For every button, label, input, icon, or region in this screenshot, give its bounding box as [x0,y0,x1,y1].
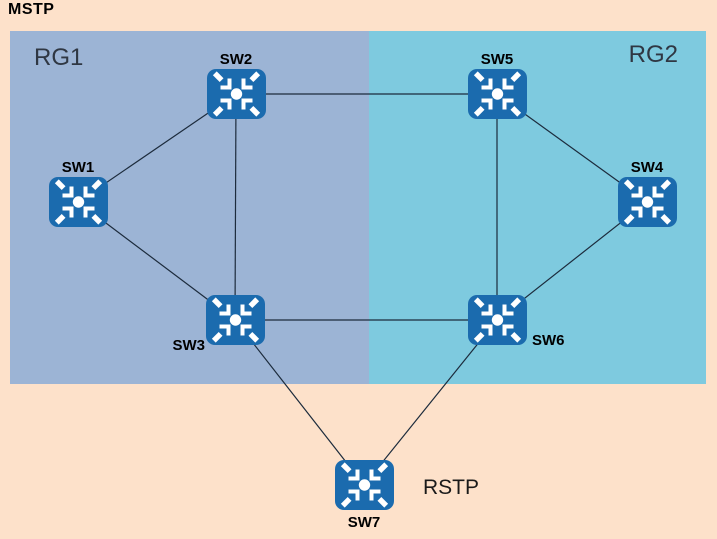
switch-label-sw3: SW3 [172,337,205,354]
switch-icon [468,69,527,119]
switch-node-sw3[interactable] [206,295,265,345]
switch-icon [49,177,108,227]
switch-icon [468,295,527,345]
switch-node-sw6[interactable] [468,295,527,345]
switch-node-sw4[interactable] [618,177,677,227]
switch-node-sw7[interactable] [335,460,394,510]
switch-label-sw6: SW6 [532,332,565,349]
switch-icon [335,460,394,510]
mstp-region-container: RG1 RG2 [10,31,706,384]
switch-node-sw5[interactable] [468,69,527,119]
rstp-zone-label: RSTP [423,476,480,499]
switch-label-sw1: SW1 [61,159,95,176]
page-title: MSTP [8,1,55,18]
switch-node-sw1[interactable] [49,177,108,227]
switch-icon [206,295,265,345]
region-rg2-label: RG2 [628,41,678,68]
switch-icon [618,177,677,227]
region-rg1-label: RG1 [34,44,84,71]
switch-label-sw7: SW7 [347,514,381,531]
switch-node-sw2[interactable] [207,69,266,119]
switch-label-sw2: SW2 [219,51,253,68]
switch-icon [207,69,266,119]
switch-label-sw4: SW4 [630,159,664,176]
switch-label-sw5: SW5 [480,51,514,68]
